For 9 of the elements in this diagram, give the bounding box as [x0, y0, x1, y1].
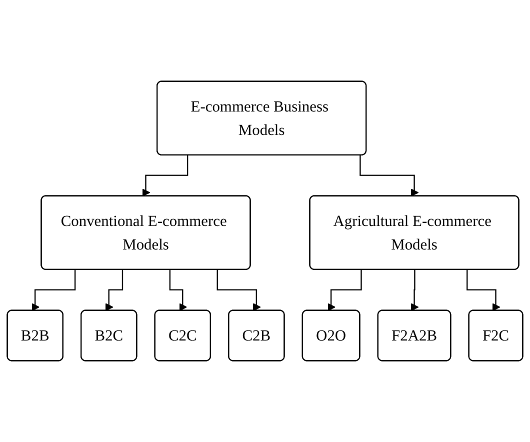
arrow [466, 270, 500, 312]
arrow [410, 270, 419, 312]
arrow [142, 155, 188, 197]
arrow [169, 270, 188, 312]
arrow [31, 270, 76, 312]
arrow [216, 270, 261, 312]
arrow [327, 270, 362, 312]
arrow [105, 270, 124, 312]
arrow [360, 155, 419, 197]
